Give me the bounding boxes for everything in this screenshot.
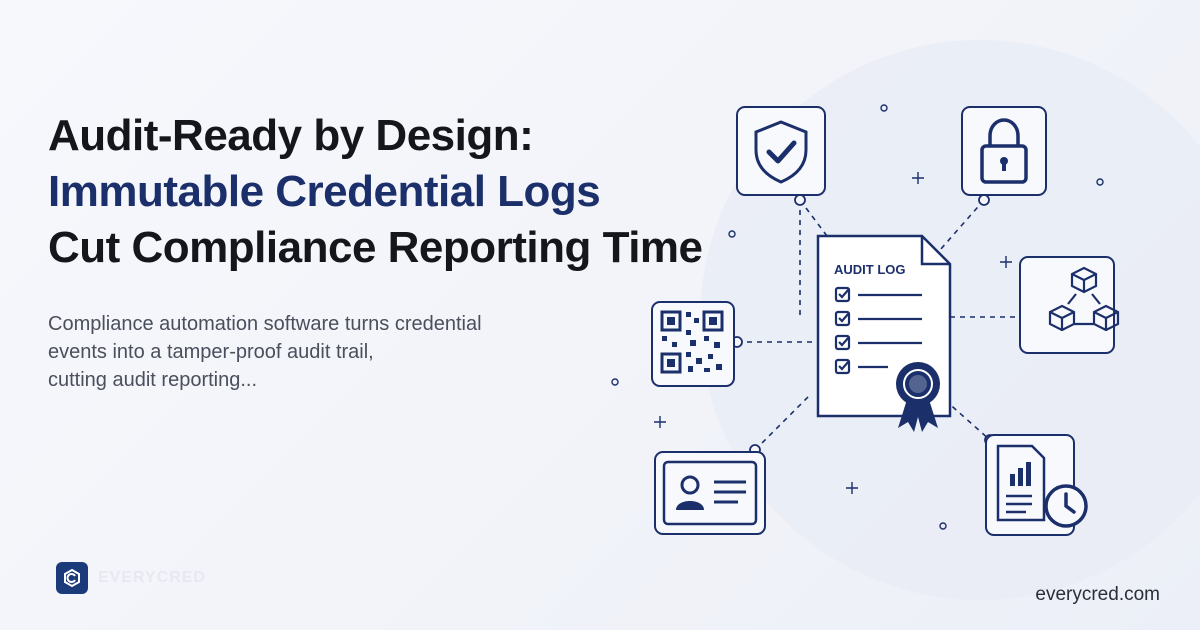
checklist xyxy=(834,286,922,375)
headline-line-2: Immutable Credential Logs xyxy=(48,167,601,216)
report-clock-icon xyxy=(996,444,1088,528)
padlock-card xyxy=(961,106,1047,196)
id-card-icon xyxy=(662,460,758,526)
report-card xyxy=(985,434,1088,536)
headline-line-3: Cut Compliance Reporting Time xyxy=(48,223,703,272)
brand-logo: EVERYCRED xyxy=(56,562,206,594)
id-card-card xyxy=(654,451,766,535)
qr-card xyxy=(651,301,735,387)
blocks-network-icon xyxy=(1048,266,1120,332)
padlock-icon xyxy=(980,118,1028,184)
brand-name: EVERYCRED xyxy=(98,569,206,586)
blocks-card xyxy=(1019,256,1120,354)
shield-card xyxy=(736,106,826,196)
brand-mark-icon xyxy=(56,562,88,594)
audit-log-document: AUDIT LOG xyxy=(816,234,952,432)
award-ribbon-icon xyxy=(896,362,940,432)
audit-illustration: AUDIT LOG xyxy=(611,104,1120,536)
shield-check-icon xyxy=(754,120,808,184)
connector-lines xyxy=(737,199,1040,451)
footer-url[interactable]: everycred.com xyxy=(1035,584,1160,605)
decorative-dots xyxy=(611,104,1104,530)
headline-line-1: Audit-Ready by Design: xyxy=(48,111,534,160)
audit-log-label: AUDIT LOG xyxy=(834,262,906,277)
qr-code-icon xyxy=(660,310,724,374)
description-line-2: events into a tamper-proof audit trail, xyxy=(48,341,374,363)
description-line-1: Compliance automation software turns cre… xyxy=(48,313,482,335)
description-line-3: cutting audit reporting... xyxy=(48,369,258,391)
